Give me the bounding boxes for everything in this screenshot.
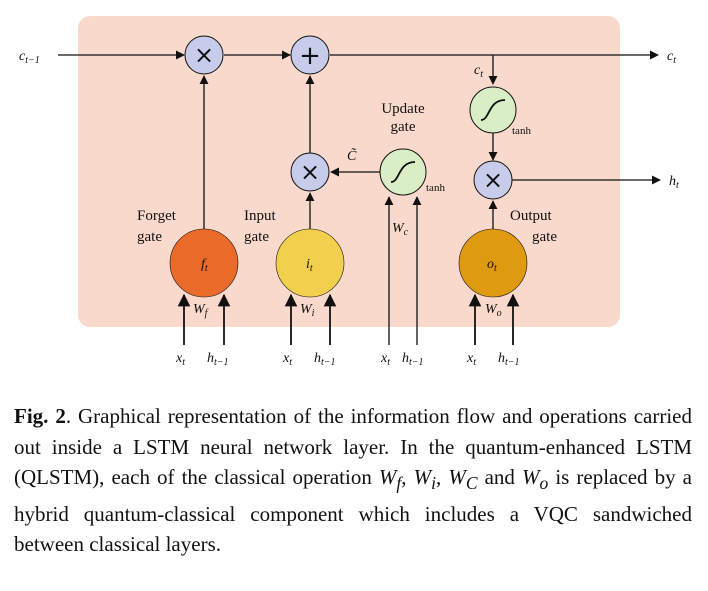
- output-tanh-label: tanh: [512, 125, 531, 137]
- caption-text-1: . Graphical representation of the inform…: [14, 404, 692, 489]
- output-gate-symbol: ot: [487, 257, 497, 274]
- output-tanh-curve-icon: [480, 99, 506, 121]
- caption-text-2: is replaced by a hybrid quantum-classica…: [14, 465, 692, 557]
- caption-and: and: [477, 465, 522, 489]
- output-tanh-node: [469, 86, 517, 134]
- forget-gate-symbol: ft: [201, 257, 208, 274]
- h-out-label: ht: [669, 174, 679, 191]
- add-op: [290, 35, 330, 75]
- output-weight-label: Wo: [485, 302, 502, 319]
- output-x-label: xt: [466, 351, 476, 368]
- c-tilde-label: C̃: [347, 148, 357, 164]
- output-h-label: ht−1: [498, 351, 520, 368]
- forget-x-label: xt: [175, 351, 185, 368]
- input-x-label: xt: [282, 351, 292, 368]
- input-multiply-icon: ×: [300, 158, 320, 186]
- input-gate-symbol: it: [306, 257, 313, 274]
- ct-small-label: ct: [474, 63, 483, 80]
- update-x-label: xt: [380, 351, 390, 368]
- caption-wf: Wf: [378, 465, 402, 494]
- figure-label: Fig. 2: [14, 404, 66, 428]
- update-tanh-node: [379, 148, 427, 196]
- add-icon: +: [299, 41, 321, 71]
- forget-h-label: ht−1: [207, 351, 229, 368]
- caption-wc: WC: [448, 465, 478, 494]
- lstm-diagram: ct−1 ct × + ct tanh × ht × tanh C̃ Updat…: [19, 16, 679, 368]
- caption-separator: ,: [401, 465, 414, 489]
- update-h-label: ht−1: [402, 351, 424, 368]
- forget-multiply-op: [184, 35, 224, 75]
- c-prev-label: ct−1: [19, 49, 40, 66]
- caption-separator: ,: [436, 465, 449, 489]
- output-multiply-icon: ×: [483, 166, 503, 194]
- input-h-label: ht−1: [314, 351, 336, 368]
- update-tanh-label: tanh: [426, 182, 445, 194]
- caption-wi: Wi: [413, 465, 436, 494]
- figure-caption: Fig. 2. Graphical representation of the …: [14, 401, 692, 560]
- caption-wo: Wo: [522, 465, 549, 494]
- forget-weight-label: Wf: [193, 302, 209, 319]
- c-out-label: ct: [667, 49, 676, 66]
- forget-multiply-icon: ×: [194, 41, 214, 69]
- bottom-input-labels: xt ht−1 xt ht−1 xt ht−1 xt ht−1: [175, 351, 520, 368]
- input-weight-label: Wi: [300, 302, 315, 319]
- update-tanh-curve-icon: [390, 161, 416, 183]
- update-weight-label: Wc: [392, 221, 409, 238]
